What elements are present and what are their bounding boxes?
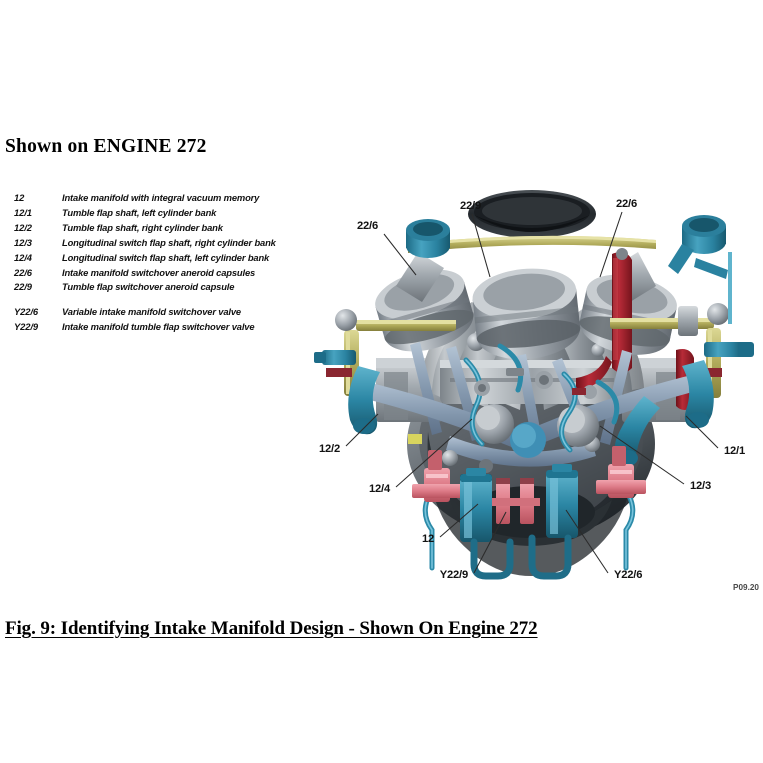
throttle-body-opening: [468, 190, 596, 238]
callout-12-2: 12/2: [319, 443, 340, 455]
capsule-neck-left: [396, 219, 450, 302]
figure-caption: Fig. 9: Identifying Intake Manifold Desi…: [5, 618, 538, 639]
legend-item-key: 12: [14, 192, 25, 203]
switchover-connector-left: [412, 450, 462, 502]
callout-leaders: [345, 211, 719, 574]
legend-item: Y22/6 Variable intake manifold switchover…: [14, 306, 286, 317]
callout-y22-9: Y22/9: [440, 569, 468, 581]
callout-12-3: 12/3: [690, 480, 711, 492]
legend-item-description: Intake manifold with integral vacuum mem…: [62, 192, 260, 203]
legend-item-key: 22/6: [14, 266, 32, 278]
legend-item-key: 12/1: [14, 206, 32, 218]
legend-item-key: 12/3: [14, 236, 32, 248]
legend-item-description: Tumble flap switchover aneroid capsule: [62, 281, 235, 293]
capsule-neck-right: [612, 215, 728, 302]
aneroid-capsule-middle: [472, 268, 581, 360]
legend-list: 12 Intake manifold with integral vacuum m…: [14, 192, 286, 336]
legend-item-description: Longitudinal switch flap shaft, right cy…: [62, 236, 276, 248]
tumble-flap-lever-right: [682, 360, 714, 429]
side-fittings: [314, 252, 754, 377]
legend-item: 12/2 Tumble flap shaft, right cylinder ba…: [14, 222, 286, 233]
callout-22-9-top: 22/9: [460, 200, 481, 212]
callout-22-6-right: 22/6: [616, 198, 637, 210]
legend-item: Y22/9 Intake manifold tumble flap switcho…: [14, 321, 286, 332]
legend-item-description: Longitudinal switch flap shaft, left cyl…: [62, 251, 270, 263]
legend-item-key: 22/9: [14, 281, 32, 293]
legend-item: 12/3 Longitudinal switch flap shaft, righ…: [14, 237, 286, 248]
callout-12-1: 12/1: [724, 445, 745, 457]
callout-12-4: 12/4: [369, 483, 391, 495]
legend-item-description: Tumble flap shaft, left cylinder bank: [62, 206, 217, 218]
legend-item-key: Y22/6: [14, 305, 38, 317]
legend-item-description: Tumble flap shaft, right cylinder bank: [62, 221, 223, 233]
legend-item-key: 12/2: [14, 221, 32, 233]
figure-illustration: 22/6 22/9 22/6 12/2 12/1 12/4 12/3 12 Y2…: [300, 182, 763, 597]
legend-item-key: Y22/9: [14, 320, 38, 332]
page-title: Shown on ENGINE 272: [5, 136, 207, 157]
legend-item-description: Intake manifold switchover aneroid capsu…: [62, 266, 256, 278]
switchover-connector-right: [596, 446, 646, 498]
legend-item: 12/1 Tumble flap shaft, left cylinder ban…: [14, 207, 286, 218]
center-pink-terminals: [490, 478, 540, 524]
legend-item: 12 Intake manifold with integral vacuum m…: [14, 192, 286, 203]
bottom-u-hoses: [470, 534, 572, 580]
solenoid-valve-y22-6: [546, 464, 578, 538]
legend-item-key: 12/4: [14, 251, 32, 263]
callout-12: 12: [422, 533, 434, 545]
legend-item: 12/4 Longitudinal switch flap shaft, left…: [14, 252, 286, 263]
olive-crossrail-top: [408, 235, 656, 253]
callout-22-6-left: 22/6: [357, 220, 378, 232]
misc-fasteners: [408, 368, 597, 444]
legend-item: 22/9 Tumble flap switchover aneroid capsu…: [14, 281, 286, 292]
legend-item-description: Intake manifold tumble flap switchover v…: [62, 320, 255, 332]
legend-item: 22/6 Intake manifold switchover aneroid c…: [14, 267, 286, 278]
legend-item-description: Variable intake manifold switchover valv…: [62, 305, 241, 317]
intake-manifold-drawing: 22/6 22/9 22/6 12/2 12/1 12/4 12/3 12 Y2…: [300, 182, 763, 597]
solenoid-valve-y22-9: [460, 468, 492, 542]
plate-code: P09.20: [733, 583, 759, 592]
callout-y22-6: Y22/6: [614, 569, 642, 581]
